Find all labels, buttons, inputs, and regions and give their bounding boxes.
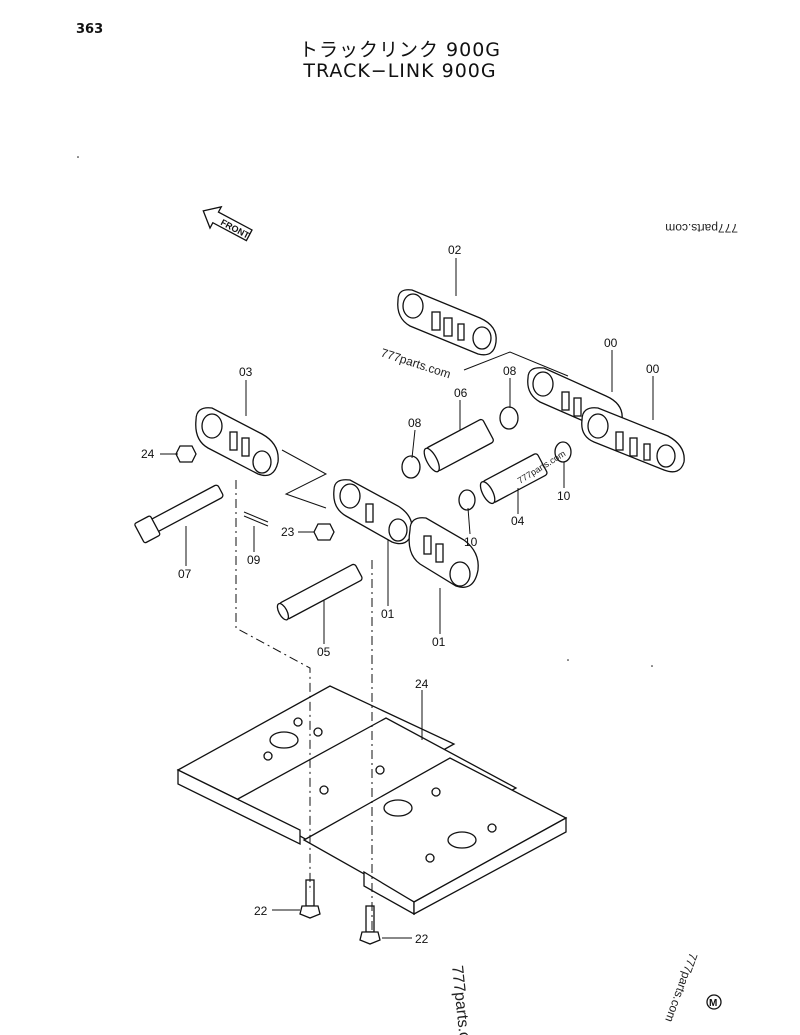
- callout-09: 09: [247, 553, 261, 567]
- pin-07: [134, 484, 224, 544]
- seal-08-b: [499, 406, 519, 430]
- callout-02: 02: [448, 243, 462, 257]
- seal-08-a: [401, 455, 421, 479]
- track-link-02: [397, 289, 497, 356]
- callout-23: 23: [281, 525, 295, 539]
- callout-01-b: 01: [432, 635, 446, 649]
- circled-m-icon: [706, 994, 722, 1010]
- callout-04: 04: [511, 514, 525, 528]
- callout-24-nut: 24: [141, 447, 155, 461]
- bushing-06: [423, 418, 494, 473]
- pin-05: [276, 563, 363, 621]
- watermark-center: 777parts.com: [379, 346, 452, 382]
- title-japanese: トラックリンク 900G: [298, 39, 502, 61]
- watermark-top-right: 777parts.com: [665, 221, 738, 235]
- callout-00-b: 00: [646, 362, 660, 376]
- callout-24-shoe: 24: [415, 677, 429, 691]
- page-number: 363: [76, 22, 104, 37]
- track-link-03: [195, 407, 279, 477]
- callout-10-a: 10: [464, 535, 478, 549]
- seal-10-a: [458, 489, 476, 511]
- track-shoe-24: [176, 685, 568, 916]
- callout-03: 03: [239, 365, 253, 379]
- callout-01-a: 01: [381, 607, 395, 621]
- bolt-22-b: [359, 905, 381, 945]
- track-link-00-b: [581, 407, 685, 473]
- callout-22-a: 22: [254, 904, 268, 918]
- watermark-bottom-right: 777parts.com: [662, 951, 700, 1024]
- callout-08-a: 08: [408, 416, 422, 430]
- title-english: TRACK−LINK 900G: [303, 60, 497, 82]
- nut-24: [175, 445, 197, 463]
- spring-pin-09: [243, 511, 269, 523]
- callout-10-b: 10: [557, 489, 571, 503]
- watermark-bottom-left: 777parts.c: [448, 965, 473, 1035]
- bushing-04: [479, 453, 548, 505]
- bolt-22-a: [299, 879, 321, 919]
- seal-10-b: [554, 441, 572, 463]
- track-link-01-b: [408, 517, 479, 588]
- callout-07: 07: [178, 567, 192, 581]
- callout-00-a: 00: [604, 336, 618, 350]
- front-arrow-icon: FRONT: [202, 205, 253, 242]
- callout-05: 05: [317, 645, 331, 659]
- mark-letter: M: [709, 998, 717, 1009]
- nut-23: [313, 523, 335, 541]
- callout-08-b: 08: [503, 364, 517, 378]
- track-link-01-a: [333, 479, 413, 545]
- callout-06: 06: [454, 386, 468, 400]
- callout-22-b: 22: [415, 932, 429, 946]
